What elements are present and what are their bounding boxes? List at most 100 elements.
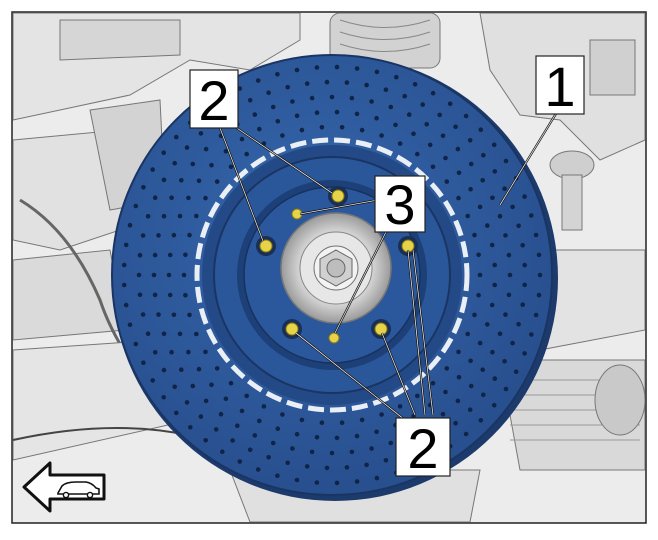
perforation-hole xyxy=(411,131,416,137)
perforation-hole xyxy=(447,101,453,107)
perforation-hole xyxy=(522,262,527,268)
perforation-hole xyxy=(424,122,430,127)
perforation-hole xyxy=(394,74,399,80)
perforation-hole xyxy=(369,99,374,104)
perforation-hole xyxy=(467,138,473,143)
perforation-hole xyxy=(172,160,177,166)
perforation-hole xyxy=(184,145,190,150)
perforation-hole xyxy=(468,383,474,389)
perforation-hole xyxy=(275,473,280,479)
perforation-hole xyxy=(397,404,403,409)
perforation-hole xyxy=(209,162,214,168)
perforation-hole xyxy=(220,449,225,455)
perforation-hole xyxy=(257,418,262,424)
perforation-hole xyxy=(171,312,177,318)
perforation-hole xyxy=(402,93,408,99)
perforation-hole xyxy=(359,417,365,423)
perforation-hole xyxy=(478,418,484,423)
perforation-hole xyxy=(379,133,384,138)
perforation-hole xyxy=(536,252,542,258)
perforation-hole xyxy=(374,69,380,75)
callout-1: 1 xyxy=(535,55,585,118)
callout-2-bottom: 2 xyxy=(395,417,451,480)
perforation-hole xyxy=(456,349,461,355)
perforation-hole xyxy=(203,438,208,443)
perforation-hole xyxy=(383,87,389,92)
perforation-hole xyxy=(244,393,249,399)
perforation-hole xyxy=(255,78,261,83)
background-parts xyxy=(12,12,646,523)
callout-3: 3 xyxy=(374,173,426,236)
perforation-hole xyxy=(455,146,461,152)
perforation-hole xyxy=(520,302,525,308)
perforation-hole xyxy=(339,420,345,426)
perforation-hole xyxy=(383,458,389,463)
perforation-hole xyxy=(266,90,271,95)
perforation-hole xyxy=(344,80,350,85)
perforation-hole xyxy=(349,449,355,455)
perforation-hole xyxy=(477,204,483,210)
perforation-hole xyxy=(161,150,166,155)
perforation-hole xyxy=(294,113,300,119)
perforation-hole xyxy=(190,161,196,167)
car-forward-arrow-icon xyxy=(22,461,106,513)
perforation-hole xyxy=(239,408,245,414)
perforation-hole xyxy=(443,155,448,161)
perforation-hole xyxy=(186,349,191,355)
screw-icon xyxy=(328,332,340,344)
perforation-hole xyxy=(290,99,295,104)
perforation-hole xyxy=(179,367,184,373)
perforation-hole xyxy=(502,359,507,364)
perforation-hole xyxy=(456,195,461,201)
perforation-hole xyxy=(489,242,495,248)
perforation-hole xyxy=(456,170,462,176)
perforation-hole xyxy=(369,446,374,451)
perforation-hole xyxy=(510,340,515,346)
perforation-hole xyxy=(123,302,129,308)
perforation-hole xyxy=(188,425,193,430)
perforation-hole xyxy=(516,223,521,229)
perforation-hole xyxy=(314,435,320,440)
perforation-hole xyxy=(522,194,527,199)
callout-2-bottom-label: 2 xyxy=(407,417,438,480)
perforation-hole xyxy=(506,252,512,258)
perforation-hole xyxy=(187,232,192,238)
perforation-hole xyxy=(137,252,143,258)
perforation-hole xyxy=(150,378,155,383)
perforation-hole xyxy=(476,252,481,258)
perforation-hole xyxy=(247,447,253,453)
perforation-hole xyxy=(444,179,450,184)
perforation-hole xyxy=(490,349,495,355)
perforation-hole xyxy=(161,177,167,183)
perforation-hole xyxy=(522,282,527,288)
perforation-hole xyxy=(196,178,202,184)
perforation-hole xyxy=(476,292,481,298)
perforation-hole xyxy=(440,133,446,139)
perforation-hole xyxy=(203,195,208,201)
perforation-hole xyxy=(174,134,179,140)
perforation-hole xyxy=(506,292,512,298)
perforation-hole xyxy=(354,66,360,71)
perforation-hole xyxy=(481,392,486,398)
perforation-hole xyxy=(151,272,157,278)
perforation-hole xyxy=(270,440,276,446)
perforation-hole xyxy=(388,440,394,446)
perforation-hole xyxy=(443,389,448,395)
perforation-hole xyxy=(166,272,172,278)
perforation-hole xyxy=(183,292,188,298)
perforation-hole xyxy=(420,102,426,107)
perforation-hole xyxy=(497,213,503,219)
perforation-hole xyxy=(344,465,350,470)
perforation-hole xyxy=(237,459,243,464)
perforation-hole xyxy=(490,195,495,201)
perforation-hole xyxy=(156,233,161,238)
perforation-hole xyxy=(304,464,310,469)
perforation-hole xyxy=(536,292,542,298)
perforation-hole xyxy=(453,420,458,426)
perforation-hole xyxy=(121,262,127,268)
perforation-hole xyxy=(507,272,513,278)
perforation-hole xyxy=(275,119,281,124)
perforation-hole xyxy=(239,136,245,142)
perforation-hole xyxy=(194,213,199,219)
